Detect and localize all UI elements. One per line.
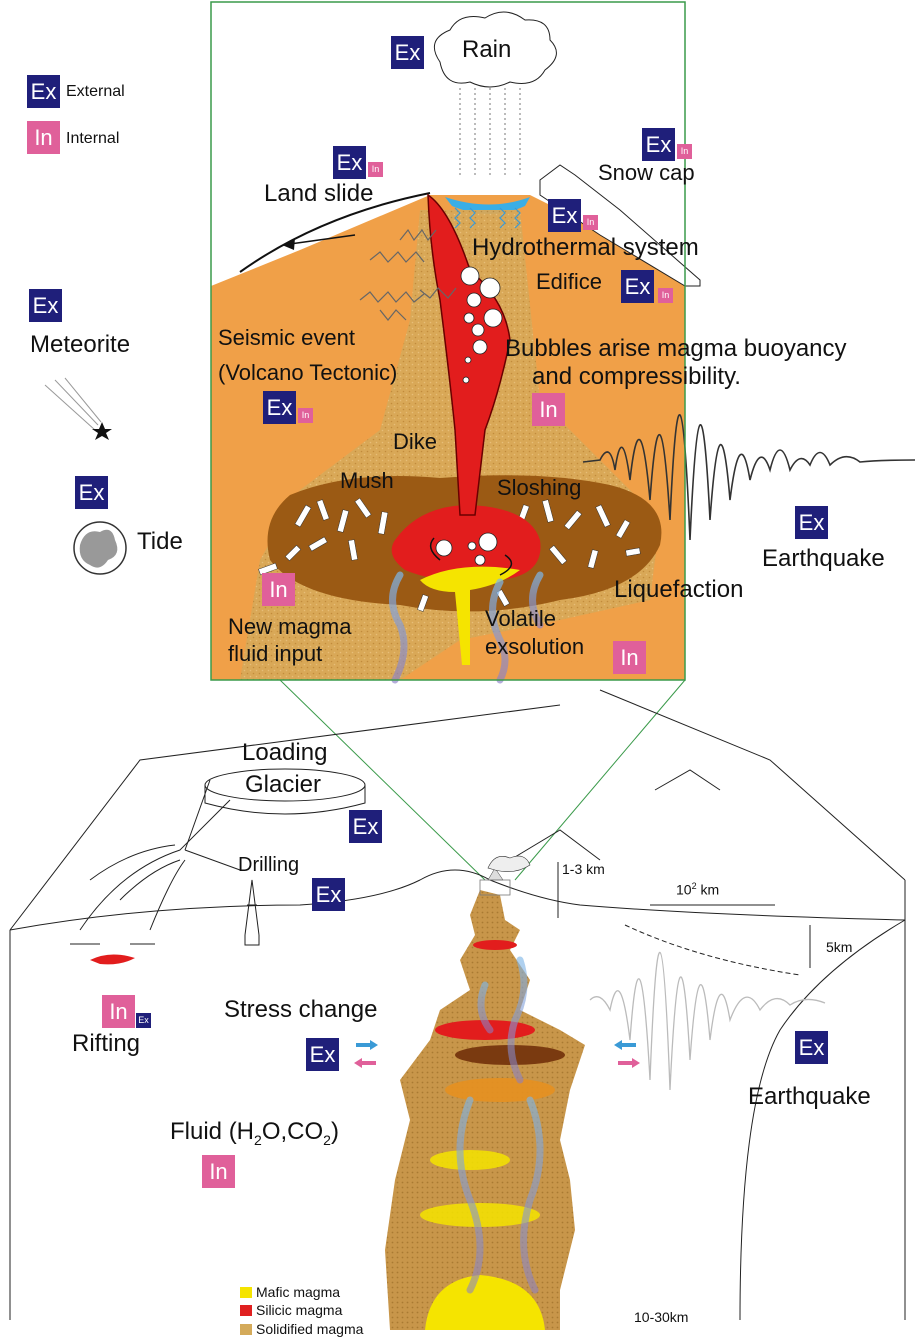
- legend-internal-badge: In: [27, 121, 60, 154]
- snowcap-ex-badge: Ex: [642, 128, 675, 161]
- legend-external-badge: Ex: [27, 75, 60, 108]
- hydrothermal-ex-badge: Ex: [548, 199, 581, 232]
- landslide-in-badge: In: [368, 162, 383, 177]
- legend-internal-label: Internal: [66, 131, 119, 147]
- dike-label: Dike: [393, 431, 437, 453]
- silicic-swatch: [240, 1305, 252, 1316]
- new-magma-in-badge: In: [262, 573, 295, 606]
- earthquake-lower-ex-badge: Ex: [795, 1031, 828, 1064]
- drilling-label: Drilling: [238, 855, 299, 875]
- stress-change-ex-badge: Ex: [306, 1038, 339, 1071]
- bubbles-label-line1: Bubbles arise magma buoyancy: [505, 337, 847, 361]
- rifting-ex-badge: Ex: [136, 1013, 151, 1028]
- mafic-swatch: [240, 1287, 252, 1298]
- volatile-label-line2: exsolution: [485, 636, 584, 658]
- earthquake-lower-label: Earthquake: [748, 1085, 871, 1109]
- seismic-in-badge: In: [298, 408, 313, 423]
- silicic-legend-label: Silicic magma: [256, 1303, 342, 1317]
- depth-5km-label: 5km: [826, 940, 852, 954]
- depth-1-3km-label: 1-3 km: [562, 862, 605, 876]
- new-magma-label-line1: New magma: [228, 616, 351, 638]
- bubbles-label-line2: and compressibility.: [532, 365, 741, 389]
- meteorite-label: Meteorite: [30, 333, 130, 357]
- meteorite-star: [92, 422, 112, 440]
- snowcap-in-badge: In: [677, 144, 692, 159]
- solidified-swatch: [240, 1324, 252, 1335]
- rifting-label: Rifting: [72, 1032, 140, 1056]
- volatile-label-line1: Volatile: [485, 608, 556, 630]
- seismic-volcano-tectonic-label: (Volcano Tectonic): [218, 362, 397, 384]
- seismic-ex-badge: Ex: [263, 391, 296, 424]
- earthquake-inset-label: Earthquake: [762, 547, 885, 571]
- tide-label: Tide: [137, 530, 183, 554]
- land-slide-label: Land slide: [264, 182, 373, 206]
- magma-column: [385, 856, 585, 1330]
- glacier-ex-badge: Ex: [349, 810, 382, 843]
- solidified-legend-label: Solidified magma: [256, 1322, 363, 1336]
- glacier-label: Glacier: [245, 773, 321, 797]
- edifice-ex-badge: Ex: [621, 270, 654, 303]
- hydrothermal-label: Hydrothermal system: [472, 236, 699, 260]
- meteorite-ex-badge: Ex: [29, 289, 62, 322]
- legend-external-label: External: [66, 84, 125, 100]
- distance-100km-label: 102 km: [676, 882, 719, 897]
- bubbles-in-badge: In: [532, 393, 565, 426]
- new-magma-label-line2: fluid input: [228, 643, 322, 665]
- drilling-ex-badge: Ex: [312, 878, 345, 911]
- fluid-label: Fluid (H2O,CO2): [170, 1120, 339, 1147]
- tide-ex-badge: Ex: [75, 476, 108, 509]
- rain-label: Rain: [462, 38, 511, 62]
- meteorite-trail: [45, 378, 101, 430]
- snow-cap-label: Snow cap: [598, 162, 695, 184]
- loading-label: Loading: [242, 741, 327, 765]
- volatile-in-badge: In: [613, 641, 646, 674]
- earthquake-inset-ex-badge: Ex: [795, 506, 828, 539]
- mush-label: Mush: [340, 470, 394, 492]
- stress-change-label: Stress change: [224, 998, 377, 1022]
- edifice-label: Edifice: [536, 271, 602, 293]
- liquefaction-label: Liquefaction: [614, 578, 743, 602]
- fluid-in-badge: In: [202, 1155, 235, 1188]
- sloshing-label: Sloshing: [497, 477, 581, 499]
- rain-ex-badge: Ex: [391, 36, 424, 69]
- mafic-legend-label: Mafic magma: [256, 1285, 340, 1299]
- landslide-ex-badge: Ex: [333, 146, 366, 179]
- seismic-event-label: Seismic event: [218, 327, 355, 349]
- edifice-in-badge: In: [658, 288, 673, 303]
- depth-10-30km-label: 10-30km: [634, 1310, 688, 1324]
- rifting-in-badge: In: [102, 995, 135, 1028]
- hydrothermal-in-badge: In: [583, 215, 598, 230]
